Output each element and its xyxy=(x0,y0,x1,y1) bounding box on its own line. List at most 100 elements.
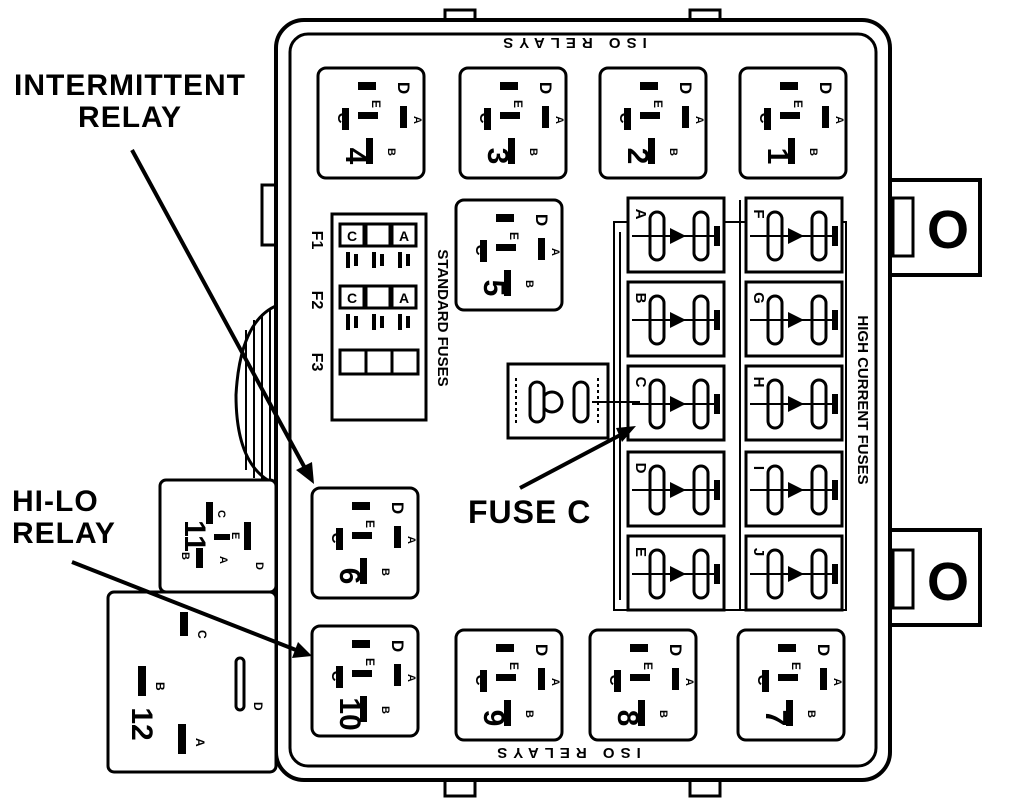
relay-pin-a xyxy=(820,668,827,690)
mounting-bracket-upper: O xyxy=(888,178,982,277)
relay-body xyxy=(454,628,564,742)
relay-pin-c xyxy=(640,112,660,119)
fuse-rating-mark xyxy=(832,564,838,584)
standard-fuse-f3[interactable] xyxy=(338,348,420,376)
relay-pin-b xyxy=(504,700,511,726)
high-current-fuse[interactable]: D xyxy=(626,450,726,528)
relay-pin-c xyxy=(352,670,372,677)
relay-body xyxy=(458,66,568,180)
relay-pin-d xyxy=(336,666,343,688)
high-current-fuse[interactable]: J xyxy=(744,534,844,612)
mount-ring-upper: O xyxy=(927,200,969,260)
fuse-letter: I xyxy=(750,466,767,470)
external-relay-11[interactable]: 11 C E D A B xyxy=(158,478,278,594)
relay-terminal-d: D xyxy=(816,82,835,94)
iso-relays-label-top: ISO RELAYS xyxy=(497,34,646,51)
fuse-slot-letter: C xyxy=(347,290,357,306)
iso-relays-label-bottom: ISO RELAYS xyxy=(491,744,640,761)
relay-pin-a xyxy=(538,668,545,690)
relay-number: 8 xyxy=(611,710,644,727)
fuse-rating-mark xyxy=(714,394,720,414)
relay-body xyxy=(598,66,708,180)
fuse-rating-mark xyxy=(346,314,350,330)
relay-pin-b xyxy=(788,138,795,164)
fuse-letter: B xyxy=(632,293,649,304)
relay-pin-a xyxy=(538,238,545,260)
relay-pin-a xyxy=(394,526,401,548)
relay-terminal-c: C xyxy=(476,113,493,124)
high-current-fuse[interactable]: B xyxy=(626,280,726,358)
relay-terminal-b: B xyxy=(807,148,819,156)
fuse-slot xyxy=(338,284,366,310)
relay-body xyxy=(310,486,420,600)
high-current-fuse[interactable]: G xyxy=(744,280,844,358)
fuse-rating-mark xyxy=(714,564,720,584)
relay-terminal-d: D xyxy=(532,644,551,656)
arrowhead xyxy=(296,462,314,484)
high-current-fuse[interactable]: A xyxy=(626,196,726,274)
relay-pin-c xyxy=(352,532,372,539)
fuse-rating-mark xyxy=(714,480,720,500)
relay-pin-b xyxy=(360,558,367,584)
leader-arrows xyxy=(71,149,636,658)
relay-terminal-b: B xyxy=(523,710,535,718)
relay-terminal-a: A xyxy=(411,116,423,124)
relay-number: 2 xyxy=(621,148,654,165)
relay-terminal-e: E xyxy=(507,662,521,670)
relay-terminal-e: E xyxy=(511,100,525,108)
relay-pin-a xyxy=(394,664,401,686)
relay-terminal-e: E xyxy=(229,532,241,539)
relay-terminal-c: C xyxy=(606,675,623,686)
relay-body xyxy=(736,628,846,742)
relay-terminal-a: A xyxy=(693,116,705,124)
fuse-slot xyxy=(364,222,392,248)
relay-pin-e xyxy=(780,82,798,90)
fuse-slot xyxy=(364,284,392,310)
fuse-rating-mark xyxy=(380,316,384,328)
fuse-letter: A xyxy=(632,209,649,220)
relay-terminal-c: C xyxy=(472,675,489,686)
fuse-rating-mark xyxy=(354,316,358,328)
high-current-fuse[interactable]: F xyxy=(744,196,844,274)
fuse-rating-mark xyxy=(398,252,402,268)
relay-terminal-c: C xyxy=(754,675,771,686)
arrow-intermittent-relay xyxy=(130,149,308,471)
standard-fuse-label-f3: F3 xyxy=(308,353,325,372)
relay-terminal-b: B xyxy=(385,148,397,156)
high-current-fuse[interactable]: H xyxy=(744,364,844,442)
relay-terminal-e: E xyxy=(641,662,655,670)
mount-ring-lower: O xyxy=(927,552,969,612)
relay-terminal-c: C xyxy=(616,113,633,124)
fuse-rating-mark xyxy=(372,252,376,268)
relay-pin-a xyxy=(542,106,549,128)
relay-terminal-c: C xyxy=(195,630,209,639)
high-current-fuse[interactable]: E xyxy=(626,534,726,612)
relay-terminal-d: D xyxy=(388,640,407,652)
relay-terminal-a: A xyxy=(193,738,207,747)
relay-number: 12 xyxy=(125,707,158,740)
relay-terminal-e: E xyxy=(651,100,665,108)
relay-terminal-c: C xyxy=(756,113,773,124)
relay-body xyxy=(738,66,848,180)
high-current-fuse[interactable]: I xyxy=(744,450,844,528)
relay-terminal-a: A xyxy=(683,678,695,686)
fuse-slot xyxy=(390,222,418,248)
external-relay-12[interactable]: 12 B D A C xyxy=(106,590,278,774)
fuse-rating-mark xyxy=(832,394,838,414)
high-current-fuse[interactable]: C xyxy=(626,364,726,442)
relay-pin-c xyxy=(630,674,650,681)
relay-terminal-c: C xyxy=(215,510,227,518)
